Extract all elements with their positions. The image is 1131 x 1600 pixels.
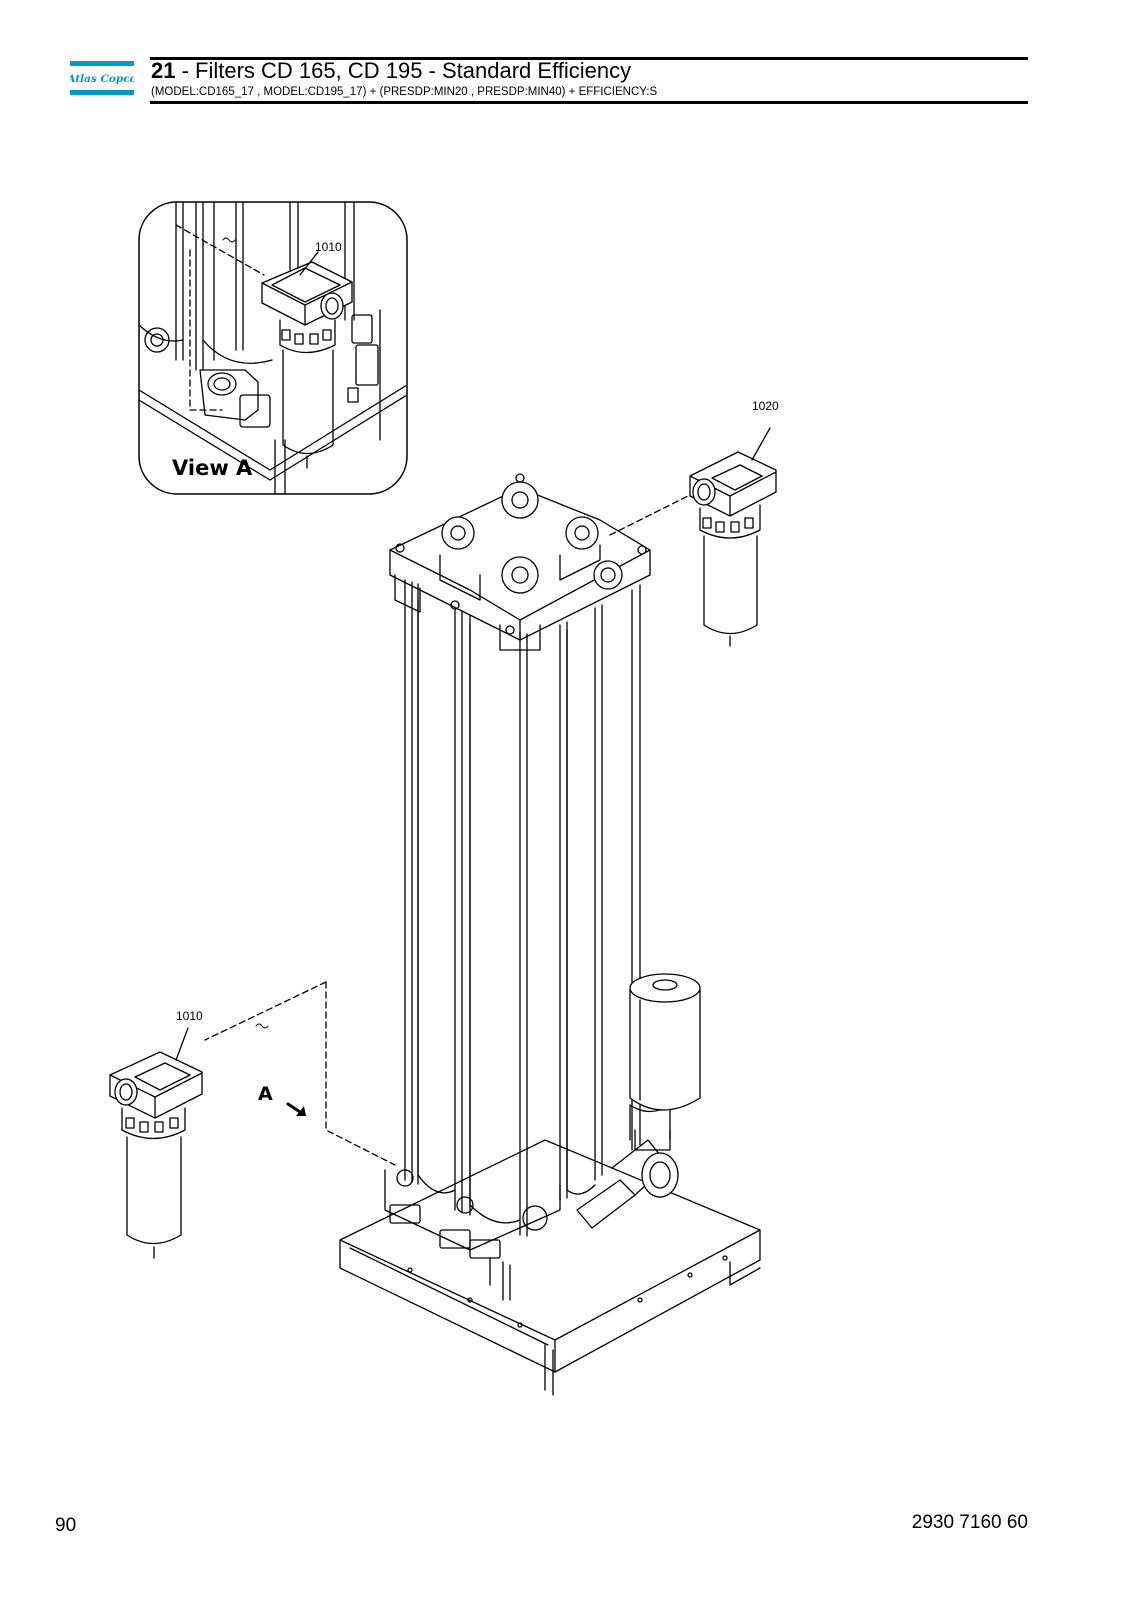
document-number: 2930 7160 60 (911, 1512, 1028, 1533)
header-rule-top (150, 57, 1028, 60)
logo-text: Atlas Copco (70, 73, 134, 85)
detail-view-a: View A 1010 (138, 201, 408, 495)
page-title: 21 - Filters CD 165, CD 195 - Standard E… (151, 58, 631, 84)
filter-1020: 1020 (689, 399, 779, 647)
section-title: - Filters CD 165, CD 195 - Standard Effi… (175, 58, 632, 83)
callout-1020: 1020 (752, 399, 779, 413)
callout-left-1010: 1010 (176, 1009, 203, 1023)
dryer-assembly (204, 473, 761, 1396)
page-number: 90 (55, 1515, 77, 1536)
section-number: 21 (151, 58, 176, 83)
atlas-copco-logo: Atlas Copco (70, 61, 134, 95)
callout-detail-1010: 1010 (315, 240, 342, 254)
view-a-arrow-label: A (258, 1083, 273, 1105)
view-a-arrow: A (258, 1083, 306, 1116)
page-subtitle: (MODEL:CD165_17 , MODEL:CD195_17) + (PRE… (151, 86, 658, 98)
view-a-label: View A (172, 456, 253, 480)
filter-1010: 1010 (109, 1009, 203, 1259)
detail-filter-1010 (261, 251, 353, 469)
header-rule-bottom (150, 101, 1028, 104)
